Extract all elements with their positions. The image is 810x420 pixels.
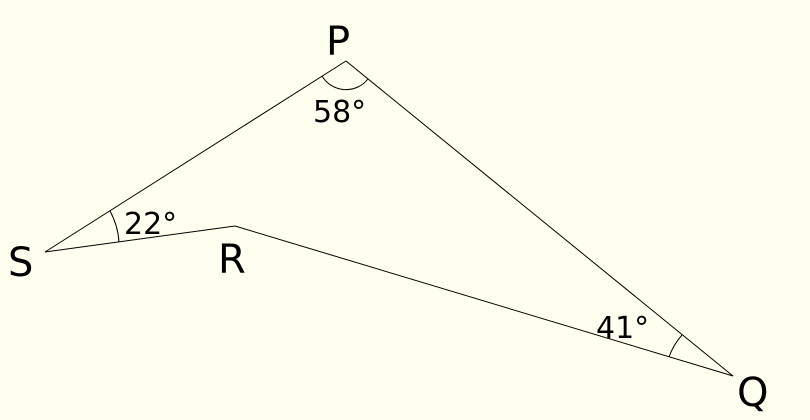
angle-label-q: 41° <box>596 311 649 346</box>
angle-arc-q <box>668 334 683 358</box>
angle-label-s: 22° <box>124 207 177 242</box>
vertex-label-s: S <box>8 240 33 286</box>
edge-s-r <box>44 225 236 253</box>
angle-arc-p <box>321 75 369 91</box>
angle-arc-s <box>109 210 120 243</box>
edge-s-p <box>44 60 347 253</box>
vertex-label-q: Q <box>737 370 768 416</box>
edge-p-q <box>345 60 734 377</box>
edge-r-q <box>234 225 734 377</box>
vertex-label-r: R <box>218 237 246 283</box>
vertex-label-p: P <box>326 19 350 65</box>
angle-label-p: 58° <box>313 95 366 130</box>
